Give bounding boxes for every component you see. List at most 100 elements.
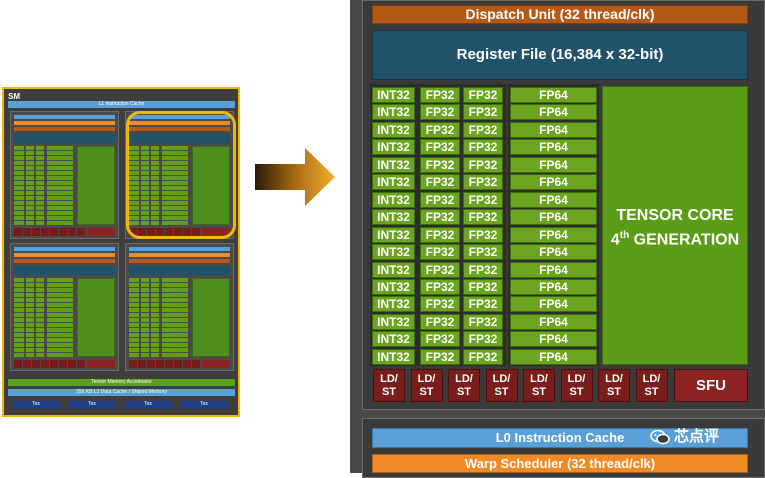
- thumb-unit: [162, 298, 188, 302]
- fp64-unit: FP64: [510, 191, 597, 208]
- thumb-ldst: [174, 360, 182, 368]
- thumb-tex: Tex: [69, 401, 115, 408]
- thumb-unit: [141, 161, 149, 165]
- thumb-unit: [26, 211, 34, 215]
- thumb-unit: [151, 283, 159, 287]
- thumb-unit: [129, 196, 139, 200]
- int32-unit: INT32: [372, 348, 415, 365]
- thumb-unit: [162, 303, 188, 307]
- fp32-unit: FP32: [420, 261, 460, 278]
- thumb-unit: [36, 298, 44, 302]
- thumb-tensor-core: [192, 146, 230, 225]
- thumb-sfu: [202, 228, 230, 236]
- watermark: 芯点评: [650, 426, 760, 448]
- int32-unit: INT32: [372, 156, 415, 173]
- fp32-unit: FP32: [463, 191, 503, 208]
- int32-unit: INT32: [372, 191, 415, 208]
- thumb-unit: [162, 353, 188, 357]
- ldst-label-top: LD/: [455, 373, 473, 385]
- fp32-unit: FP32: [420, 156, 460, 173]
- thumb-unit: [47, 343, 73, 347]
- thumb-unit: [129, 328, 139, 332]
- thumb-unit: [26, 343, 34, 347]
- thumb-unit: [14, 221, 24, 225]
- fp64-unit: FP64: [510, 156, 597, 173]
- thumb-ldst: [41, 228, 49, 236]
- thumb-unit: [151, 201, 159, 205]
- thumb-unit: [129, 308, 139, 312]
- thumb-ldst: [50, 360, 58, 368]
- thumb-unit: [162, 318, 188, 322]
- thumb-unit: [151, 186, 159, 190]
- thumb-ldst: [147, 228, 155, 236]
- fp32-unit: FP32: [463, 104, 503, 121]
- thumb-sfu: [87, 228, 115, 236]
- fp32-unit: FP32: [463, 244, 503, 261]
- thumb-unit: [129, 338, 139, 342]
- sm-label: SM: [8, 92, 20, 101]
- thumb-unit: [26, 308, 34, 312]
- fp64-unit: FP64: [510, 209, 597, 226]
- fp32-unit: FP32: [463, 261, 503, 278]
- thumb-unit: [26, 283, 34, 287]
- thumb-unit: [162, 288, 188, 292]
- thumb-ldst: [68, 360, 76, 368]
- ldst-label-top: LD/: [417, 373, 436, 385]
- thumb-unit: [36, 343, 44, 347]
- thumb-unit: [141, 308, 149, 312]
- thumb-unit: [141, 333, 149, 337]
- thumb-unit: [14, 353, 24, 357]
- thumb-unit: [14, 211, 24, 215]
- thumb-unit: [36, 181, 44, 185]
- thumb-unit: [151, 313, 159, 317]
- thumb-unit: [151, 216, 159, 220]
- thumb-unit: [141, 166, 149, 170]
- tensor-core-label: TENSOR CORE: [616, 207, 734, 224]
- thumb-dispatch-unit: [14, 259, 115, 263]
- thumb-unit: [141, 171, 149, 175]
- thumb-unit: [47, 196, 73, 200]
- thumb-unit: [47, 146, 73, 150]
- thumb-tex: Tex: [13, 401, 59, 408]
- thumb-tensor-core: [77, 278, 115, 357]
- watermark-text: 芯点评: [674, 428, 720, 445]
- thumb-unit: [129, 343, 139, 347]
- thumb-unit: [47, 151, 73, 155]
- int32-unit: INT32: [372, 139, 415, 156]
- thumb-unit: [26, 146, 34, 150]
- thumb-unit: [141, 283, 149, 287]
- int32-unit: INT32: [372, 331, 415, 348]
- thumb-unit: [26, 191, 34, 195]
- fp32-unit: FP32: [420, 331, 460, 348]
- thumb-unit: [129, 283, 139, 287]
- int32-unit: INT32: [372, 244, 415, 261]
- ldst-label-top: LD/: [642, 373, 661, 385]
- ldst-label-bottom: ST: [494, 386, 509, 398]
- thumb-unit: [141, 348, 149, 352]
- thumb-unit: [141, 338, 149, 342]
- fp32-unit: FP32: [463, 278, 503, 295]
- thumb-unit: [47, 353, 73, 357]
- thumb-unit: [162, 191, 188, 195]
- thumb-unit: [151, 156, 159, 160]
- thumb-unit: [151, 303, 159, 307]
- thumb-unit: [26, 181, 34, 185]
- thumb-unit: [36, 146, 44, 150]
- thumb-unit: [47, 186, 73, 190]
- thumb-unit: [162, 206, 188, 210]
- thumb-unit: [162, 176, 188, 180]
- fp32-unit: FP32: [463, 209, 503, 226]
- thumb-unit: [36, 328, 44, 332]
- thumb-unit: [26, 206, 34, 210]
- thumb-unit: [14, 343, 24, 347]
- thumb-l0-cache: [14, 115, 115, 119]
- thumb-unit: [26, 278, 34, 282]
- thumb-ldst: [147, 360, 155, 368]
- thumb-unit: [151, 328, 159, 332]
- thumb-unit: [151, 343, 159, 347]
- sm-thumbnail: SM L1 Instruction Cache Tensor Memory Ac…: [2, 87, 240, 417]
- thumb-unit: [141, 181, 149, 185]
- thumb-unit: [14, 146, 24, 150]
- sfu: SFU: [674, 369, 748, 402]
- thumb-quadrant: [10, 111, 119, 239]
